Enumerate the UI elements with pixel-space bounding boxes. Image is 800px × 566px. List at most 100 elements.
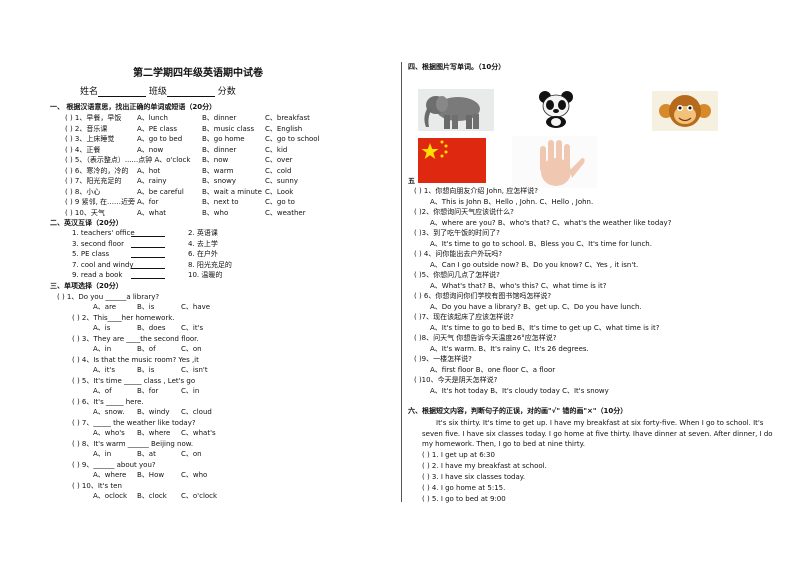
s1-option-a[interactable]: A、rainy <box>137 177 167 185</box>
s2-answer-blank[interactable] <box>131 261 165 269</box>
s1-option-b[interactable]: B、next to <box>202 198 239 206</box>
s3-option[interactable]: A、of <box>93 387 112 395</box>
s1-question: ( ) 8、小心 <box>65 187 101 196</box>
s1-option-b[interactable]: B、dinner <box>202 145 237 154</box>
s5-options[interactable]: A、Do you have a library? B、get up. C、Do … <box>430 303 642 311</box>
s3-option[interactable]: C、who <box>181 471 208 479</box>
s1-option-b[interactable]: B、music class <box>202 124 255 133</box>
s1-option-c[interactable]: C、English <box>265 124 303 133</box>
s3-option[interactable]: B、where <box>137 429 171 437</box>
s3-option[interactable]: B、does <box>137 324 166 332</box>
s1-option-c[interactable]: C、weather <box>265 208 306 217</box>
s1-option-a[interactable]: A、be careful <box>137 187 184 196</box>
section4-title: 四、根据图片写单词。（10分） <box>408 63 506 71</box>
s1-question: ( ) 3、上床睡觉 <box>65 135 115 143</box>
s1-option-c[interactable]: C、kid <box>265 145 288 154</box>
s3-option[interactable]: A、in <box>93 345 112 353</box>
s1-option-c[interactable]: C、breakfast <box>265 114 310 122</box>
s1-option-a[interactable]: A、PE class <box>137 124 178 133</box>
s3-option[interactable]: C、o'clock <box>181 492 218 500</box>
s1-option-a[interactable]: A、now <box>137 145 164 154</box>
s3-option[interactable]: C、it's <box>181 324 204 332</box>
elephant-picture <box>418 89 494 131</box>
s5-options[interactable]: A、It's warm. B、It's rainy C、It's 26 degr… <box>430 345 589 353</box>
section6-title: 六、根据短文内容，判断句子的正误，对的画"√" 错的画"×"（10分） <box>408 407 628 415</box>
s3-option[interactable]: C、what's <box>181 429 216 437</box>
s5-question: ( )2、你想询问天气应该说什么? <box>414 208 514 216</box>
class-label: 班级 <box>148 87 167 97</box>
s3-option[interactable]: A、who's <box>93 429 125 437</box>
s1-option-a[interactable]: A、hot <box>137 166 161 175</box>
s3-option[interactable]: C、in <box>181 387 200 395</box>
name-label: 姓名 <box>80 87 99 97</box>
s3-option[interactable]: C、isn't <box>181 366 208 374</box>
s3-question: ( ) 1、Do you ______a library? <box>57 293 160 301</box>
s5-options[interactable]: A、Can I go outside now? B、Do you know? C… <box>430 261 639 269</box>
s3-option[interactable]: C、on <box>181 450 202 458</box>
s2-left-item: 5. PE class <box>72 250 110 258</box>
s3-option[interactable]: C、have <box>181 303 211 311</box>
s1-option-a[interactable]: A、what <box>137 208 166 217</box>
s5-options[interactable]: A、This is John B、Hello , John. C、Hello ,… <box>430 198 594 206</box>
s1-option-c[interactable]: C、Look <box>265 187 294 196</box>
s1-option-b[interactable]: B、snowy <box>202 177 237 185</box>
s3-option[interactable]: A、are <box>93 303 117 311</box>
s3-option[interactable]: B、is <box>137 303 155 311</box>
s5-options[interactable]: A、where are you? B、who's that? C、what's … <box>430 219 672 227</box>
s1-option-b[interactable]: B、who <box>202 208 229 217</box>
s1-option-b[interactable]: B、wait a minute <box>202 187 262 196</box>
name-blank[interactable] <box>98 89 147 97</box>
s1-option-b[interactable]: B、warm <box>202 166 234 175</box>
s5-options[interactable]: A、What's that? B、who's this? C、what time… <box>430 282 607 290</box>
s3-option[interactable]: B、windy <box>137 408 170 416</box>
s3-option[interactable]: B、for <box>137 387 159 395</box>
s2-right-item: 8. 阳光充足的 <box>188 260 232 269</box>
s2-answer-blank[interactable] <box>131 271 165 279</box>
s2-left-item: 9. read a book <box>72 271 123 279</box>
s3-question: ( ) 5、It's time _____ class , Let's go <box>72 377 196 385</box>
s5-options[interactable]: A、It's hot today B、It's cloudy today C、I… <box>430 387 609 395</box>
section3-title: 三、单项选择（20分） <box>50 282 123 290</box>
s5-question: ( )9、一楼怎样说? <box>414 355 472 363</box>
s1-option-b[interactable]: B、go home <box>202 135 245 143</box>
s3-option[interactable]: B、is <box>137 366 155 374</box>
s1-option-c[interactable]: C、sunny <box>265 177 298 185</box>
s3-option[interactable]: A、where <box>93 471 127 479</box>
s3-question: ( ) 9、______ about you? <box>72 461 156 469</box>
s3-option[interactable]: B、of <box>137 345 156 353</box>
s5-options[interactable]: A、It's time to go to bed B、It's time to … <box>430 324 660 332</box>
s3-option[interactable]: A、oclock <box>93 492 128 500</box>
s3-option[interactable]: B、at <box>137 450 156 458</box>
s3-option[interactable]: C、on <box>181 345 202 353</box>
s1-question: ( ) 5、（表示整点）......点钟 A、o'clock <box>65 156 191 164</box>
s2-answer-blank[interactable] <box>131 229 165 237</box>
s3-option[interactable]: B、How <box>137 471 165 479</box>
s2-answer-blank[interactable] <box>131 240 165 248</box>
s3-question: ( ) 8、It's warm ______ Beijing now. <box>72 440 194 448</box>
s3-option[interactable]: A、is <box>93 324 111 332</box>
s1-option-b[interactable]: B、dinner <box>202 114 237 122</box>
score-label: 分数 <box>217 87 236 97</box>
s1-option-a[interactable]: A、lunch <box>137 114 168 122</box>
s5-options[interactable]: A、It's time to go to school. B、Bless you… <box>430 240 652 248</box>
s1-option-b[interactable]: B、now <box>202 156 229 164</box>
s6-statement: ( ) 5. I go to bed at 9:00 <box>422 495 506 503</box>
s3-option[interactable]: C、cloud <box>181 408 212 416</box>
s1-option-a[interactable]: A、go to bed <box>137 135 183 143</box>
s1-option-c[interactable]: C、cold <box>265 166 292 175</box>
s1-option-a[interactable]: A、for <box>137 198 159 206</box>
s3-question: ( ) 4、Is that the music room? Yes ,it <box>72 356 199 364</box>
class-blank[interactable] <box>166 89 215 97</box>
china-flag-picture <box>418 138 486 183</box>
s3-option[interactable]: A、snow. <box>93 408 125 416</box>
s1-option-c[interactable]: C、over <box>265 156 293 164</box>
s3-option[interactable]: B、clock <box>137 492 167 500</box>
s2-answer-blank[interactable] <box>131 250 165 258</box>
section1-title: 一、 根据汉语意思，找出正确的单词或短语（20分） <box>50 103 217 111</box>
s1-option-c[interactable]: C、go to school <box>265 135 320 143</box>
s5-options[interactable]: A、first floor B、one floor C、a floor <box>430 366 556 374</box>
s3-option[interactable]: A、in <box>93 450 112 458</box>
s3-option[interactable]: A、it's <box>93 366 116 374</box>
s5-question: ( )3、到了吃午饭的时间了? <box>414 229 500 237</box>
s1-option-c[interactable]: C、go to <box>265 198 295 206</box>
